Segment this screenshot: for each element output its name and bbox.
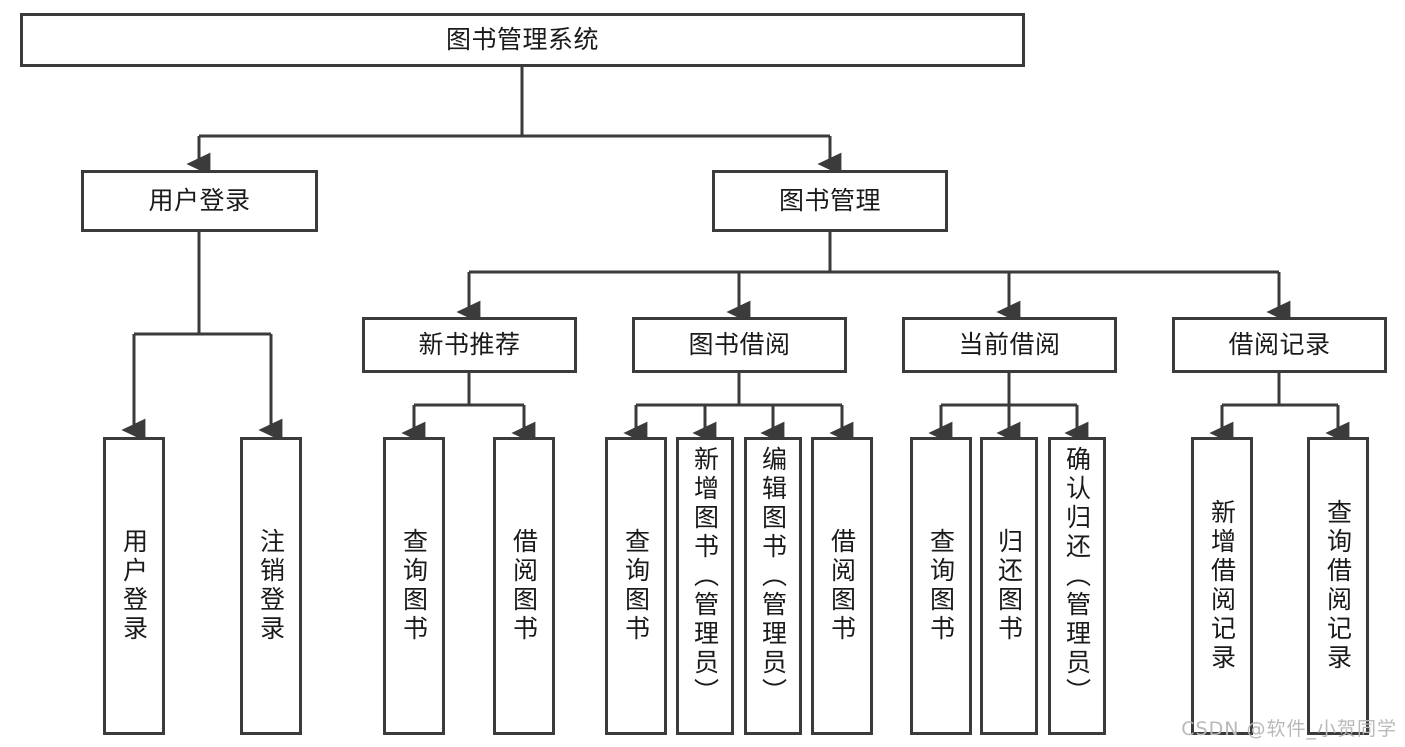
leaf-bb-borrow-book-label: 借阅图书 — [827, 528, 857, 644]
leaf-bb-query-book-label: 查询图书 — [621, 528, 651, 644]
leaf-br-add-record[interactable]: 新增借阅记录 — [1191, 437, 1253, 735]
node-user-login[interactable]: 用户登录 — [81, 170, 318, 232]
node-book-borrow-label: 图书借阅 — [688, 329, 791, 359]
watermark: CSDN @软件_小贺同学 — [1181, 718, 1397, 740]
node-new-book-recommend[interactable]: 新书推荐 — [362, 317, 577, 373]
leaf-bb-add-book-label: 新增图书（管理员） — [690, 446, 720, 707]
leaf-nb-query-book[interactable]: 查询图书 — [383, 437, 445, 735]
leaf-bb-borrow-book[interactable]: 借阅图书 — [811, 437, 873, 735]
leaf-cb-query-book-label: 查询图书 — [926, 528, 956, 644]
leaf-cb-query-book[interactable]: 查询图书 — [910, 437, 972, 735]
leaf-user-login-label: 用户登录 — [119, 528, 149, 644]
leaf-nb-borrow-book[interactable]: 借阅图书 — [493, 437, 555, 735]
node-current-borrow-label: 当前借阅 — [958, 329, 1061, 359]
node-root[interactable]: 图书管理系统 — [20, 13, 1025, 67]
leaf-cb-return-book-label: 归还图书 — [994, 528, 1024, 644]
node-book-borrow[interactable]: 图书借阅 — [632, 317, 847, 373]
leaf-cb-confirm-return[interactable]: 确认归还（管理员） — [1048, 437, 1106, 735]
node-current-borrow[interactable]: 当前借阅 — [902, 317, 1117, 373]
node-book-manage[interactable]: 图书管理 — [712, 170, 948, 232]
leaf-logout-label: 注销登录 — [256, 528, 286, 644]
node-borrow-record-label: 借阅记录 — [1228, 329, 1331, 359]
leaf-logout[interactable]: 注销登录 — [240, 437, 302, 735]
node-borrow-record[interactable]: 借阅记录 — [1172, 317, 1387, 373]
node-book-manage-label: 图书管理 — [778, 185, 881, 215]
leaf-bb-edit-book-label: 编辑图书（管理员） — [758, 446, 788, 707]
leaf-bb-add-book[interactable]: 新增图书（管理员） — [676, 437, 734, 735]
node-new-book-recommend-label: 新书推荐 — [418, 329, 521, 359]
leaf-bb-query-book[interactable]: 查询图书 — [605, 437, 667, 735]
leaf-cb-confirm-return-label: 确认归还（管理员） — [1062, 446, 1092, 707]
leaf-user-login[interactable]: 用户登录 — [103, 437, 165, 735]
leaf-br-query-record-label: 查询借阅记录 — [1323, 499, 1353, 673]
node-root-label: 图书管理系统 — [445, 24, 599, 54]
leaf-br-add-record-label: 新增借阅记录 — [1207, 499, 1237, 673]
leaf-nb-query-book-label: 查询图书 — [399, 528, 429, 644]
node-user-login-label: 用户登录 — [148, 185, 251, 215]
leaf-br-query-record[interactable]: 查询借阅记录 — [1307, 437, 1369, 735]
leaf-nb-borrow-book-label: 借阅图书 — [509, 528, 539, 644]
leaf-cb-return-book[interactable]: 归还图书 — [980, 437, 1038, 735]
leaf-bb-edit-book[interactable]: 编辑图书（管理员） — [744, 437, 802, 735]
